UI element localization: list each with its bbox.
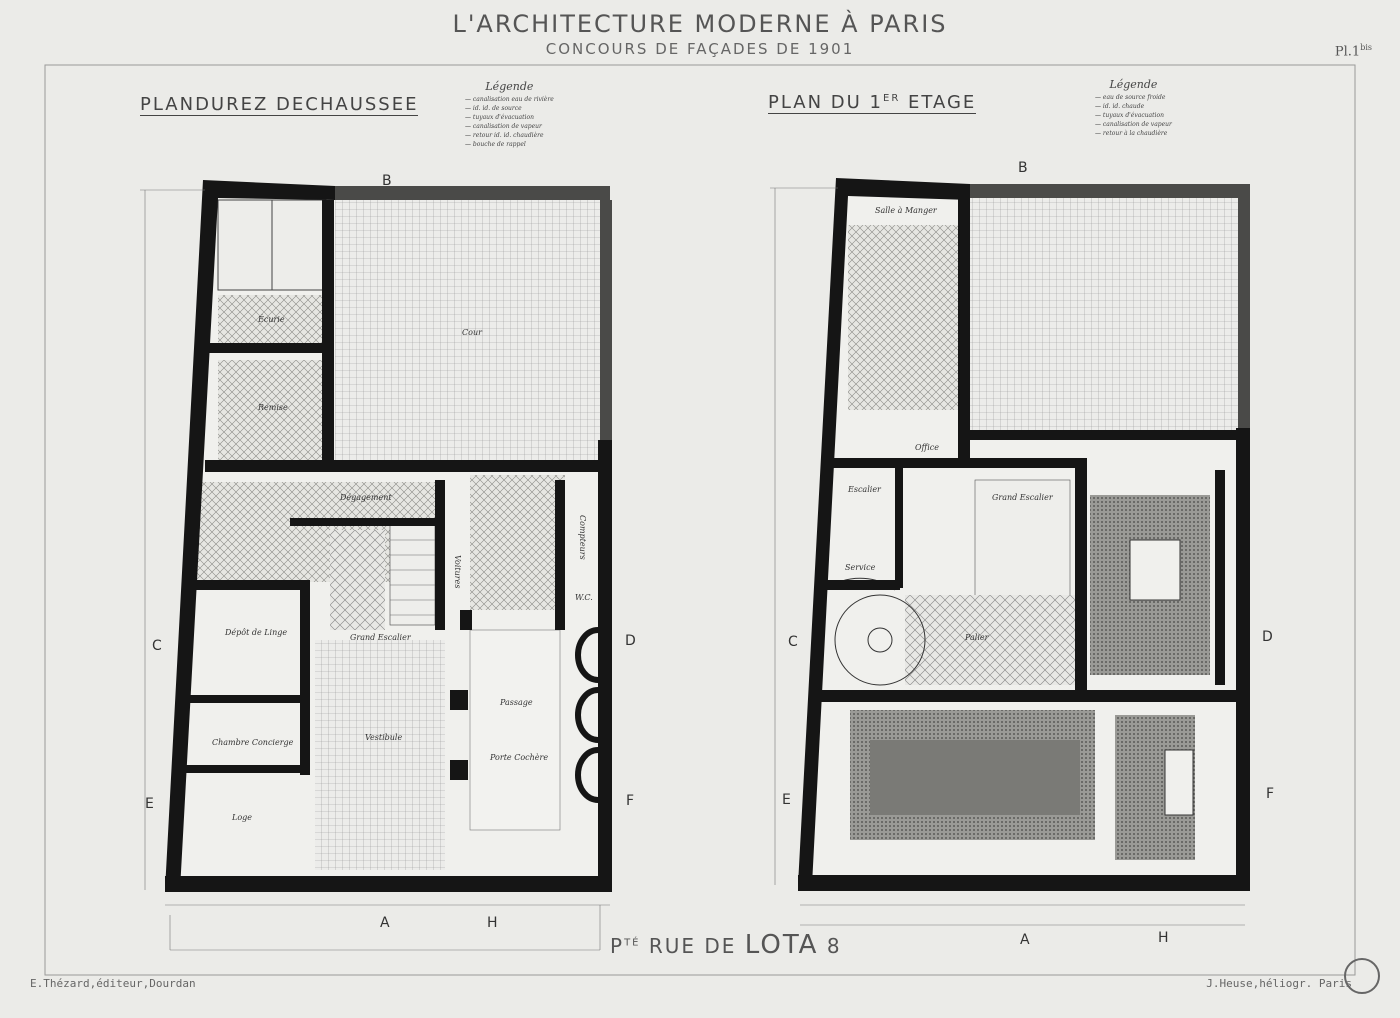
legend-item: id. id. chaude bbox=[1095, 102, 1172, 111]
legend-item: retour id. id. chaudière bbox=[465, 131, 554, 140]
room-label-compteurs: Compteurs bbox=[578, 515, 587, 560]
axis-label-f: F bbox=[1266, 786, 1274, 802]
legend-item: canalisation de vapeur bbox=[1095, 120, 1172, 129]
legend-title: Légende bbox=[1109, 78, 1158, 91]
room-label-depot-linge: Dépôt de Linge bbox=[224, 628, 287, 637]
room-label-loge: Loge bbox=[231, 813, 252, 822]
legend-item: tuyaux d'évacuation bbox=[1095, 111, 1172, 120]
first-floor-plan: Salle à Manger Office Escalier Service G… bbox=[770, 160, 1274, 948]
legend-item: canalisation de vapeur bbox=[465, 122, 554, 131]
axis-label-e: E bbox=[782, 792, 791, 808]
axis-label-e: E bbox=[145, 796, 154, 812]
printer-credit: J.Heuse,héliogr. Paris bbox=[1206, 977, 1352, 990]
legend-item: tuyaux d'évacuation bbox=[465, 113, 554, 122]
library-stamp bbox=[1344, 958, 1380, 994]
legend-item: canalisation eau de rivière bbox=[465, 95, 554, 104]
courtyard-first bbox=[970, 198, 1240, 433]
vestibule-floor bbox=[315, 640, 445, 870]
room-label-vestibule: Vestibule bbox=[365, 733, 402, 742]
room-label-service: Service bbox=[845, 563, 876, 572]
room-label-chambre-concierge: Chambre Concierge bbox=[212, 738, 294, 747]
street-name: PTÉ RUE DE LOTA 8 bbox=[610, 930, 842, 960]
room-label-office: Office bbox=[915, 443, 939, 452]
axis-label-h: H bbox=[487, 915, 498, 931]
axis-label-b: B bbox=[1018, 160, 1028, 176]
legend-ground: Légende canalisation eau de rivière id. … bbox=[465, 80, 554, 149]
room-label-passage: Passage bbox=[499, 698, 533, 707]
legend-item: retour à la chaudière bbox=[1095, 129, 1172, 138]
room-label-salle-a-manger: Salle à Manger bbox=[875, 206, 938, 215]
room-label-remise: Remise bbox=[257, 403, 288, 412]
room-label-porte-cochere: Porte Cochère bbox=[489, 753, 548, 762]
legend-first: Légende eau de source froide id. id. cha… bbox=[1095, 78, 1172, 138]
room-label-palier: Palier bbox=[964, 633, 990, 642]
publisher-credit: E.Thézard,éditeur,Dourdan bbox=[30, 977, 196, 990]
axis-label-h: H bbox=[1158, 930, 1169, 946]
legend-item: eau de source froide bbox=[1095, 93, 1172, 102]
room-label-cour: Cour bbox=[462, 328, 483, 337]
room-label-escalier: Escalier bbox=[847, 485, 882, 494]
axis-label-a: A bbox=[380, 915, 390, 931]
room-label-wc: W.C. bbox=[575, 593, 593, 602]
axis-label-d: D bbox=[625, 633, 636, 649]
page-title: L'ARCHITECTURE MODERNE À PARIS bbox=[452, 10, 948, 38]
ground-plan-title: PLANDUREZ DECHAUSSEE bbox=[140, 94, 419, 116]
room-label-grand-escalier-first: Grand Escalier bbox=[992, 493, 1054, 502]
legend-title: Légende bbox=[485, 80, 534, 93]
room-label-degagement: Dégagement bbox=[339, 493, 392, 502]
ground-floor-plan: Cour Écurie Remise Dégagement Grand Esca… bbox=[140, 173, 636, 951]
room-label-voitures: Voitures bbox=[453, 555, 462, 588]
axis-label-a: A bbox=[1020, 932, 1030, 948]
room-label-grand-escalier: Grand Escalier bbox=[350, 633, 412, 642]
axis-label-d: D bbox=[1262, 629, 1273, 645]
axis-label-f: F bbox=[626, 793, 634, 809]
courtyard bbox=[335, 200, 607, 462]
room-label-ecurie: Écurie bbox=[257, 315, 285, 324]
legend-item: id. id. de source bbox=[465, 104, 554, 113]
first-floor-plan-title: PLAN DU 1ER ETAGE bbox=[768, 92, 977, 114]
axis-label-c: C bbox=[152, 638, 162, 654]
sheet-frame bbox=[44, 64, 1356, 976]
page-subtitle: CONCOURS DE FAÇADES DE 1901 bbox=[545, 40, 855, 58]
legend-item: bouche de rappel bbox=[465, 140, 554, 149]
axis-label-c: C bbox=[788, 634, 798, 650]
plate-number: Pl.1bis bbox=[1334, 43, 1372, 60]
axis-label-b: B bbox=[382, 173, 392, 189]
